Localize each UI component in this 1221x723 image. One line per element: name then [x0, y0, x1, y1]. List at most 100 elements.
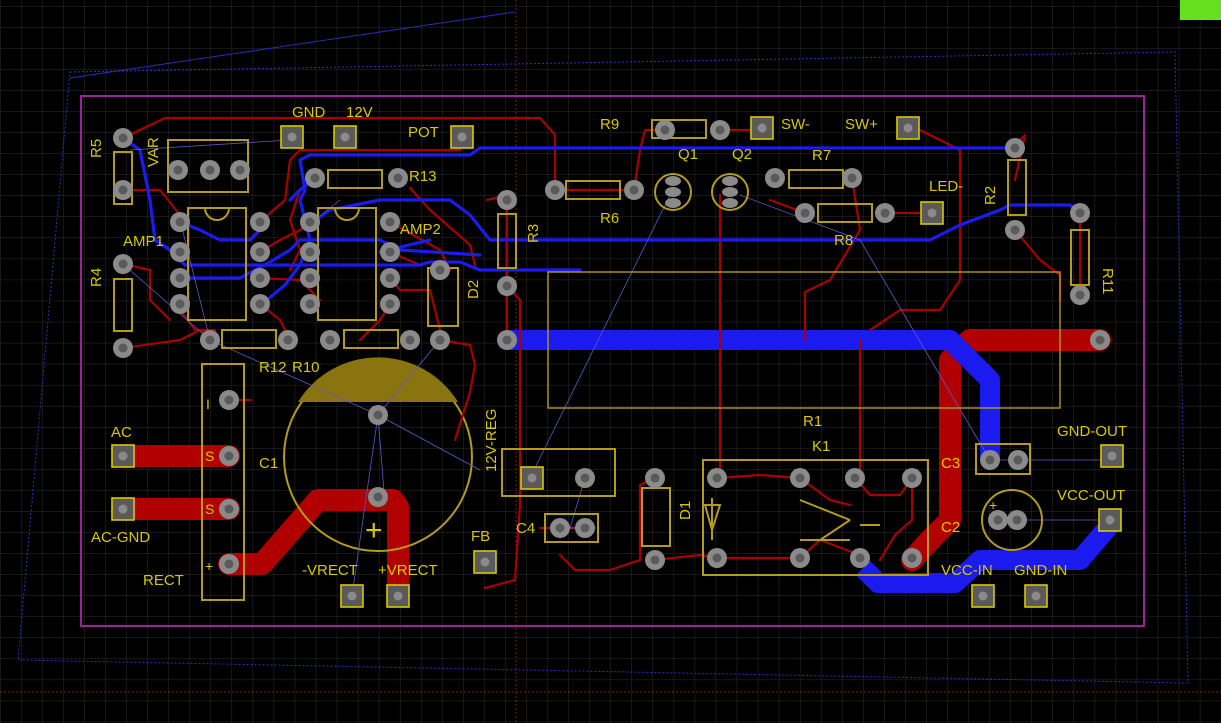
- pad-drill-hole: [205, 165, 215, 175]
- pad-drill-hole: [305, 273, 315, 283]
- transistor-pad[interactable]: [665, 198, 681, 208]
- pad-drill-hole: [1013, 455, 1023, 465]
- pad-drill-hole: [255, 217, 265, 227]
- pad-drill-hole: [224, 395, 234, 405]
- pad-drill-hole: [978, 591, 988, 601]
- label-d1: D1: [677, 501, 694, 520]
- pad-drill-hole: [405, 335, 415, 345]
- pad-drill-hole: [629, 185, 639, 195]
- label-gnd-in: GND-IN: [1014, 562, 1067, 579]
- polarity-marks: + + + S S I: [205, 396, 997, 574]
- pad-drill-hole: [1107, 451, 1117, 461]
- pad-drill-hole: [118, 133, 128, 143]
- pad-drill-hole: [325, 335, 335, 345]
- transistor-pad[interactable]: [665, 187, 681, 197]
- label-led-minus: LED-: [929, 178, 963, 195]
- pad-drill-hole: [502, 335, 512, 345]
- pad-drill-hole: [927, 208, 937, 218]
- pad-drill-hole: [712, 473, 722, 483]
- pad-drill-hole: [385, 217, 395, 227]
- pad-drill-hole: [118, 451, 128, 461]
- keepout-polygon: [17, 51, 1189, 684]
- pad-drill-hole: [305, 247, 315, 257]
- plus-mark-c2: +: [989, 497, 997, 513]
- pad-drill-hole: [800, 208, 810, 218]
- label-sw-plus: SW+: [845, 116, 878, 133]
- pads-layer: [111, 116, 1124, 608]
- transistor-pad[interactable]: [722, 187, 738, 197]
- label-rect: RECT: [143, 572, 184, 589]
- keepout-polygon-inner: [69, 11, 516, 79]
- pad-drill-hole: [555, 523, 565, 533]
- pad-drill-hole: [527, 473, 537, 483]
- label-ac-gnd: AC-GND: [91, 529, 150, 546]
- pad-drill-hole: [795, 553, 805, 563]
- pad-drill-hole: [660, 125, 670, 135]
- pad-drill-hole: [205, 335, 215, 345]
- pad-drill-hole: [310, 173, 320, 183]
- pad-drill-hole: [480, 557, 490, 567]
- label-r5: R5: [88, 139, 105, 158]
- pad-drill-hole: [385, 273, 395, 283]
- pad-drill-hole: [1012, 515, 1022, 525]
- pad-drill-hole: [255, 273, 265, 283]
- label-r9: R9: [600, 116, 619, 133]
- transistor-pad[interactable]: [665, 176, 681, 186]
- pad-drill-hole: [457, 132, 467, 142]
- label-ac: AC: [111, 424, 132, 441]
- pad-drill-hole: [255, 299, 265, 309]
- label-r10: R10: [292, 359, 320, 376]
- pad-drill-hole: [173, 165, 183, 175]
- label-vcc-in: VCC-IN: [941, 562, 993, 579]
- pad-drill-hole: [855, 553, 865, 563]
- pad-drill-hole: [224, 559, 234, 569]
- transistor-pad[interactable]: [722, 176, 738, 186]
- label-r4: R4: [88, 268, 105, 287]
- label-r2: R2: [982, 186, 999, 205]
- label-r1: R1: [803, 413, 822, 430]
- pad-drill-hole: [373, 410, 383, 420]
- pad-drill-hole: [435, 335, 445, 345]
- pad-drill-hole: [650, 473, 660, 483]
- pad-drill-hole: [580, 523, 590, 533]
- label-pot: POT: [408, 124, 439, 141]
- label-amp2: AMP2: [400, 221, 441, 238]
- silkscreen-outlines: [113, 119, 1090, 601]
- pad-drill-hole: [224, 451, 234, 461]
- label-d2: D2: [465, 280, 482, 299]
- label-q1: Q1: [678, 146, 698, 163]
- transistor-pad[interactable]: [722, 198, 738, 208]
- label-sw-minus: SW-: [781, 116, 810, 133]
- pad-drill-hole: [1075, 208, 1085, 218]
- pad-drill-hole: [435, 265, 445, 275]
- green-indicator[interactable]: [1180, 0, 1221, 20]
- pad-drill-hole: [305, 217, 315, 227]
- pad-drill-hole: [385, 247, 395, 257]
- pad-drill-hole: [1105, 515, 1115, 525]
- pad-drill-hole: [283, 335, 293, 345]
- label-c4: C4: [516, 520, 535, 537]
- label-c2: C2: [941, 519, 960, 536]
- label-r3: R3: [525, 224, 542, 243]
- pad-drill-hole: [340, 132, 350, 142]
- pad-drill-hole: [175, 247, 185, 257]
- label-var: VAR: [145, 137, 162, 167]
- label-k1: K1: [812, 438, 830, 455]
- plus-mark-c1: +: [365, 514, 383, 547]
- pad-drill-hole: [880, 208, 890, 218]
- silkscreen-labels: R5 VAR GND 12V POT R9 SW- SW+ Q1 Q2 R7 L…: [88, 104, 1127, 589]
- pad-drill-hole: [1075, 290, 1085, 300]
- label-12v-reg: 12V-REG: [483, 409, 500, 472]
- pad-drill-hole: [502, 195, 512, 205]
- pad-drill-hole: [1095, 335, 1105, 345]
- pad-drill-hole: [795, 473, 805, 483]
- label-r11: R11: [1099, 268, 1116, 294]
- pad-drill-hole: [287, 132, 297, 142]
- label-r13: R13: [409, 168, 437, 185]
- pad-drill-hole: [580, 473, 590, 483]
- label-vcc-out: VCC-OUT: [1057, 487, 1125, 504]
- pad-drill-hole: [850, 473, 860, 483]
- pad-drill-hole: [224, 504, 234, 514]
- minus-mark-rect: I: [206, 396, 210, 412]
